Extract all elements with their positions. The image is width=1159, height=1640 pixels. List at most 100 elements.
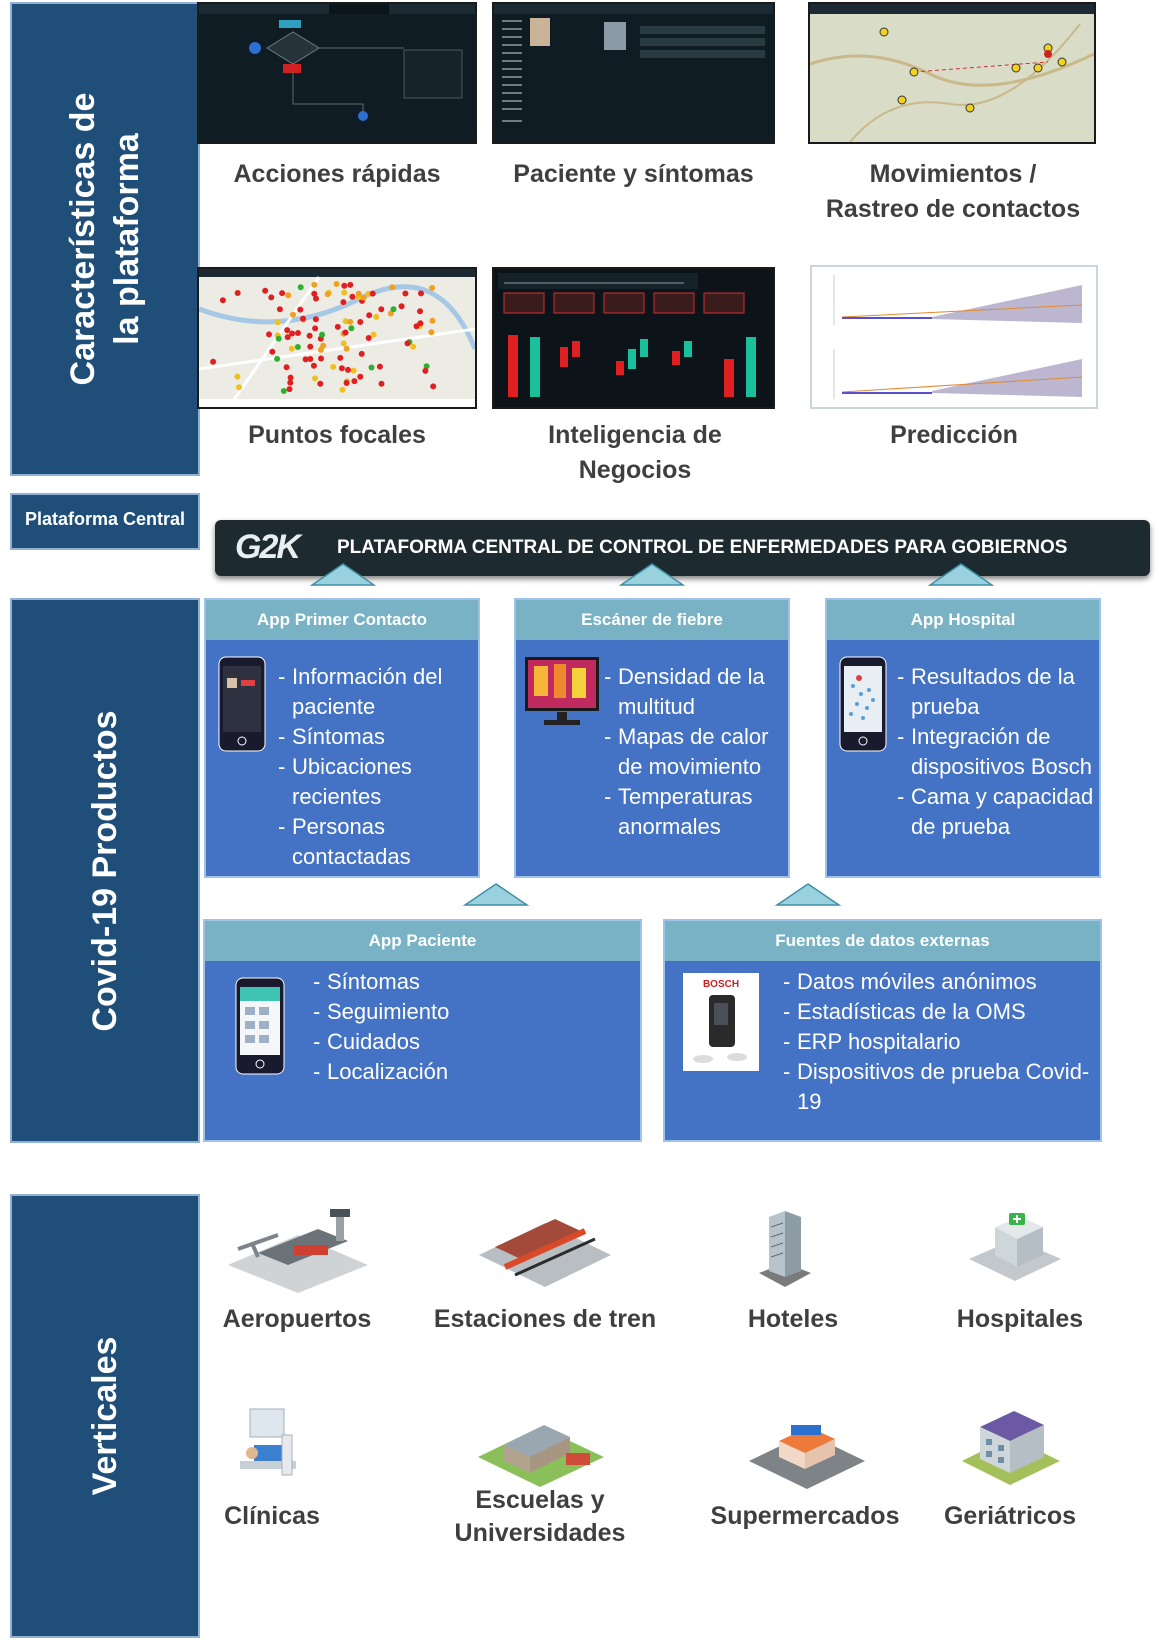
hotspot-dot bbox=[279, 290, 286, 297]
hotspot-dot bbox=[429, 317, 436, 324]
hotspot-dot bbox=[289, 330, 296, 337]
train-station-icon bbox=[479, 1219, 611, 1287]
product-card-external-data: Fuentes de datos externas BOSCH Datos mó… bbox=[663, 919, 1102, 1142]
hotspot-dot bbox=[423, 363, 430, 370]
hotspot-dot bbox=[422, 367, 429, 374]
hotspot-dot bbox=[288, 345, 295, 352]
product-title: Fuentes de datos externas bbox=[665, 921, 1100, 961]
smartphone-icon bbox=[235, 977, 285, 1075]
smartphone-icon bbox=[839, 656, 887, 752]
list-item: ERP hospitalario bbox=[783, 1027, 1095, 1057]
hotspot-dot bbox=[290, 311, 296, 318]
vertical-label-airports: Aeropuertos bbox=[222, 1305, 372, 1333]
banner-title: PLATAFORMA CENTRAL DE CONTROL DE ENFERME… bbox=[337, 537, 1068, 558]
section-central: Plataforma Central bbox=[10, 493, 200, 550]
feature-label-business-intelligence: Inteligencia de Negocios bbox=[548, 421, 722, 484]
hotspot-dot bbox=[276, 306, 283, 313]
list-item: Síntomas bbox=[278, 722, 474, 752]
hotspot-dot bbox=[287, 379, 294, 386]
list-item: Mapas de calor de movimiento bbox=[604, 722, 784, 782]
hotspot-dot bbox=[274, 319, 281, 326]
hotspot-dot bbox=[341, 289, 348, 296]
list-item: Integración de dispositivos Bosch bbox=[897, 722, 1097, 782]
section-verticals-title: Verticales bbox=[85, 1336, 124, 1496]
hotspot-dot bbox=[310, 362, 317, 369]
list-item: Información del paciente bbox=[278, 662, 474, 722]
hotspot-dot bbox=[269, 348, 276, 355]
hotspot-dot bbox=[262, 287, 269, 294]
hotspot-dot bbox=[345, 366, 351, 373]
hotspot-dot bbox=[410, 343, 417, 350]
hotspot-dot bbox=[297, 284, 304, 291]
hotspot-dot bbox=[297, 306, 304, 313]
clinic-icon bbox=[240, 1408, 296, 1476]
hotspot-dot bbox=[306, 332, 313, 339]
hotspot-dot bbox=[357, 373, 364, 380]
hotspot-dot bbox=[340, 299, 347, 306]
hotspots-map-screenshot bbox=[197, 267, 477, 409]
hotspot-dot bbox=[389, 284, 396, 291]
hotspot-dot bbox=[342, 318, 349, 325]
hotspot-dot bbox=[210, 358, 217, 365]
section-central-title: Plataforma Central bbox=[24, 509, 186, 529]
list-item: Densidad de la multitud bbox=[604, 662, 784, 722]
central-platform-banner: G2K PLATAFORMA CENTRAL DE CONTROL DE ENF… bbox=[215, 520, 1150, 576]
hotspot-dot bbox=[236, 384, 242, 391]
product-title: Escáner de fiebre bbox=[516, 600, 788, 640]
hotspot-dot bbox=[280, 388, 287, 394]
hotspot-dot bbox=[342, 329, 349, 336]
product-items: Síntomas Seguimiento Cuidados Localizaci… bbox=[313, 967, 613, 1087]
feature-label-movements: Movimientos / Rastreo de contactos bbox=[825, 160, 1081, 223]
hotel-icon bbox=[759, 1211, 811, 1287]
product-title: App Paciente bbox=[205, 921, 640, 961]
hotspot-dot bbox=[311, 290, 318, 297]
arrow-up-icon bbox=[310, 563, 376, 586]
hotspot-dot bbox=[430, 383, 437, 390]
hotspot-dot bbox=[330, 363, 337, 370]
hotspot-dot bbox=[343, 345, 350, 352]
arrow-up-icon bbox=[775, 883, 841, 906]
section-products-title: Covid-19 Productos bbox=[85, 709, 124, 1032]
hotspot-dot bbox=[274, 355, 281, 362]
section-products: Covid-19 Productos bbox=[10, 598, 200, 1143]
vertical-label-clinics: Clínicas bbox=[224, 1502, 320, 1530]
hotspot-dot bbox=[311, 281, 318, 288]
hotspot-dot bbox=[285, 292, 292, 299]
list-item: Resultados de la prueba bbox=[897, 662, 1097, 722]
vertical-label-hotels: Hoteles bbox=[747, 1305, 839, 1333]
feature-label-patient-symptoms: Paciente y síntomas bbox=[513, 160, 754, 188]
product-title: App Primer Contacto bbox=[206, 600, 478, 640]
hotspot-dot bbox=[312, 316, 319, 323]
hotspot-dot bbox=[357, 319, 364, 325]
hotspot-dot bbox=[294, 344, 301, 350]
hotspot-dot bbox=[307, 343, 314, 350]
vertical-label-supermarkets: Supermercados bbox=[710, 1502, 900, 1530]
g2k-logo: G2K bbox=[235, 528, 301, 566]
feature-label-quick-actions: Acciones rápidas bbox=[233, 160, 441, 188]
product-title: App Hospital bbox=[827, 600, 1099, 640]
hotspot-dot bbox=[337, 354, 344, 361]
hotspot-dot bbox=[318, 355, 324, 362]
hotspot-dot bbox=[341, 282, 348, 289]
hotspot-dot bbox=[283, 364, 290, 371]
vertical-label-schools: Escuelas y Universidades bbox=[454, 1486, 626, 1547]
product-items: Información del paciente Síntomas Ubicac… bbox=[278, 662, 474, 872]
hotspot-dot bbox=[355, 290, 362, 297]
hotspot-dot bbox=[284, 327, 291, 334]
hotspot-dot bbox=[319, 331, 326, 338]
hotspot-dot bbox=[312, 375, 318, 382]
product-card-hospital-app: App Hospital Resultados de la prueba Int… bbox=[825, 598, 1101, 878]
product-card-patient-app: App Paciente Síntomas Seguimiento Cuidad… bbox=[203, 919, 642, 1142]
hotspot-dot bbox=[312, 325, 319, 332]
hotspot-dot bbox=[317, 380, 324, 387]
hotspot-dot bbox=[347, 281, 354, 288]
hotspot-dot bbox=[368, 364, 375, 371]
section-features-title: Características de la plataforma bbox=[63, 92, 146, 386]
hotspot-dot bbox=[404, 340, 411, 347]
vertical-label-train-stations: Estaciones de tren bbox=[433, 1305, 657, 1333]
list-item: Localización bbox=[313, 1057, 613, 1087]
hotspot-dot bbox=[350, 367, 357, 374]
quick-actions-screenshot bbox=[197, 2, 477, 144]
product-items: Densidad de la multitud Mapas de calor d… bbox=[604, 662, 784, 842]
hotspot-dot bbox=[266, 331, 272, 338]
